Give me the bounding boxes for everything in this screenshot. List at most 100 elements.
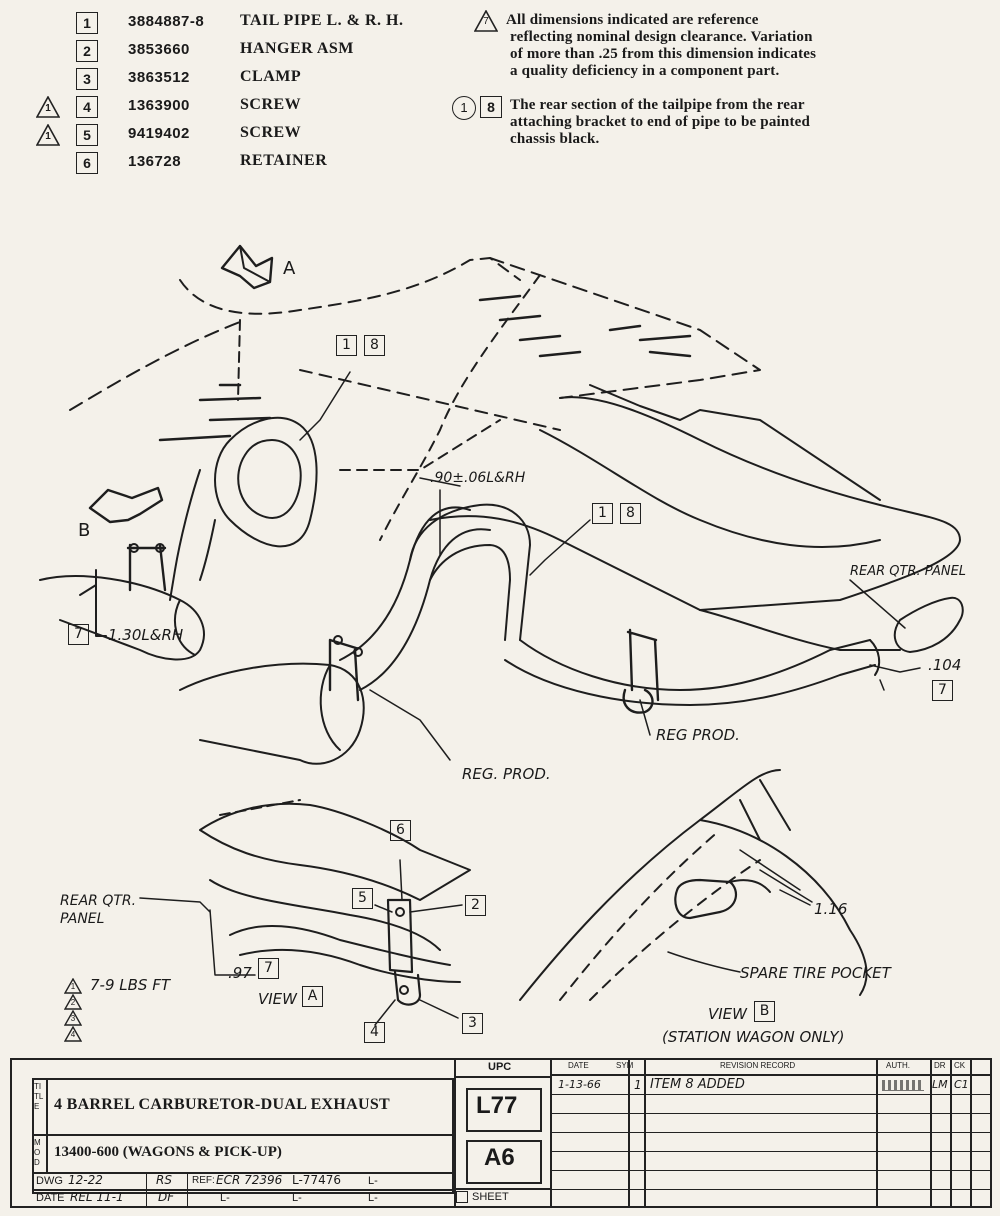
upc-code: L77 — [476, 1092, 518, 1119]
revision-triangle-icon: 1 — [35, 123, 61, 146]
model-line: 13400-600 (WAGONS & PICK-UP) — [54, 1144, 282, 1160]
title-box — [32, 1078, 454, 1194]
callout-box-8: 8 — [364, 335, 385, 356]
view-b-label: VIEW — [708, 1005, 747, 1023]
callout-box-2: 2 — [465, 895, 486, 916]
rev-record: ITEM 8 ADDED — [650, 1077, 745, 1092]
dimension-90: .90±.06L&RH — [430, 470, 526, 486]
callout-box-1: 1 — [592, 503, 613, 524]
rev-header-auth: AUTH. — [886, 1061, 910, 1070]
part-number: 136728 — [128, 153, 182, 170]
rev-header-record: REVISION RECORD — [720, 1061, 796, 1070]
part-name: RETAINER — [240, 152, 328, 169]
callout-box-7: 7 — [932, 680, 953, 701]
callout-box-1: 1 — [336, 335, 357, 356]
ref-value: ECR 72396 — [216, 1173, 283, 1187]
rev-dr: LM — [932, 1078, 948, 1091]
note-7-line: reflecting nominal design clearance. Var… — [510, 29, 813, 45]
note-8-box: 8 — [480, 96, 502, 118]
exhaust-diagram — [39, 244, 964, 1026]
callout-box-4: 4 — [364, 1022, 385, 1043]
view-a-label: VIEW — [258, 990, 297, 1008]
part-number: 9419402 — [128, 125, 190, 142]
dimension-97: .97 — [228, 964, 252, 982]
dwg-value: 12-22 — [68, 1173, 103, 1187]
sheet-label: SHEET — [472, 1191, 509, 1203]
model-side-label: MOD — [34, 1138, 41, 1167]
note-8-line: The rear section of the tailpipe from th… — [510, 97, 805, 113]
callout-box-7: 7 — [68, 624, 89, 645]
reg-prod-label: REG PROD. — [656, 726, 740, 744]
callout-box-7: 7 — [258, 958, 279, 979]
date-value: REL 11-1 — [70, 1190, 124, 1204]
title-side-label: TITLE — [34, 1082, 44, 1111]
note-7-line: All dimensions indicated are reference — [506, 12, 759, 28]
rear-qtr-panel-label: REAR QTR. — [60, 893, 137, 909]
rear-qtr-panel-label: REAR QTR. PANEL — [850, 564, 967, 579]
part-name: SCREW — [240, 96, 302, 113]
part-name: TAIL PIPE L. & R. H. — [240, 12, 404, 29]
part-box-2: 2 — [76, 40, 98, 62]
part-box-4: 4 — [76, 96, 98, 118]
note-7-line: a quality deficiency in a component part… — [510, 63, 780, 79]
drawing-title: 4 BARREL CARBURETOR-DUAL EXHAUST — [54, 1096, 391, 1113]
callout-box-8: 8 — [620, 503, 641, 524]
date-l1: L- — [220, 1192, 230, 1204]
view-b-box: B — [754, 1001, 775, 1022]
revision-triangle-icon: 2 — [63, 993, 83, 1010]
title-block: TITLE 4 BARREL CARBURETOR-DUAL EXHAUST M… — [10, 1058, 992, 1208]
revision-triangle-icon: 1 — [63, 977, 83, 994]
torque-flags: 1 2 3 4 — [63, 977, 83, 1044]
dwg-label: DWG — [36, 1175, 63, 1187]
dwg-initials: RS — [156, 1173, 172, 1187]
part-box-3: 3 — [76, 68, 98, 90]
ref-l1: L-77476 — [292, 1173, 341, 1187]
part-number: 3853660 — [128, 41, 190, 58]
sheet-checkbox — [456, 1191, 468, 1203]
callout-box-3: 3 — [462, 1013, 483, 1034]
part-name: CLAMP — [240, 68, 302, 85]
part-name: HANGER ASM — [240, 40, 354, 57]
ref-label: REF: — [192, 1175, 215, 1186]
rev-header-date: DATE — [568, 1061, 589, 1070]
note-8-line: chassis black. — [510, 131, 600, 147]
view-a-box: A — [302, 986, 323, 1007]
torque-note: 7-9 LBS FT — [90, 976, 170, 994]
spare-tire-pocket-label: SPARE TIRE POCKET — [740, 964, 891, 982]
view-b-letter: B — [78, 520, 91, 541]
note-7-line: of more than .25 from this dimension ind… — [510, 46, 817, 62]
view-a-detail — [139, 799, 471, 1026]
dimension-104: .104 — [928, 656, 962, 674]
part-number: 3863512 — [128, 69, 190, 86]
ref-l2: L- — [368, 1175, 378, 1187]
auth-signature — [882, 1080, 924, 1091]
view-a-letter: A — [283, 258, 296, 279]
date-l3: L- — [368, 1192, 378, 1204]
part-number: 3884887-8 — [128, 13, 205, 30]
revision-triangle-icon: 1 — [35, 95, 61, 118]
rev-ck: C1 — [954, 1078, 969, 1091]
callout-box-5: 5 — [352, 888, 373, 909]
upc-label: UPC — [488, 1061, 512, 1073]
rev-date: 1-13-66 — [558, 1078, 601, 1091]
date-l2: L- — [292, 1192, 302, 1204]
rev-header-dr: DR — [934, 1061, 946, 1070]
rear-qtr-panel-label-line2: PANEL — [60, 911, 105, 927]
reg-prod-label: REG. PROD. — [462, 765, 551, 783]
note-8-circle: 1 — [452, 96, 476, 120]
note-8: The rear section of the tailpipe from th… — [510, 97, 810, 148]
part-box-6: 6 — [76, 152, 98, 174]
rev-header-ck: CK — [954, 1061, 966, 1070]
part-box-5: 5 — [76, 124, 98, 146]
revision-triangle-icon: 3 — [63, 1009, 83, 1026]
rev-sym: 1 — [634, 1078, 642, 1092]
part-name: SCREW — [240, 124, 302, 141]
dimension-116: 1.16 — [814, 900, 848, 918]
station-wagon-note: (STATION WAGON ONLY) — [662, 1028, 845, 1046]
view-a-arrow-icon — [220, 244, 274, 290]
view-b-arrow-icon — [88, 486, 164, 524]
part-number: 1363900 — [128, 97, 190, 114]
callout-box-6: 6 — [390, 820, 411, 841]
revision-triangle-icon: 4 — [63, 1025, 83, 1042]
note-7: All dimensions indicated are reference r… — [506, 12, 816, 80]
